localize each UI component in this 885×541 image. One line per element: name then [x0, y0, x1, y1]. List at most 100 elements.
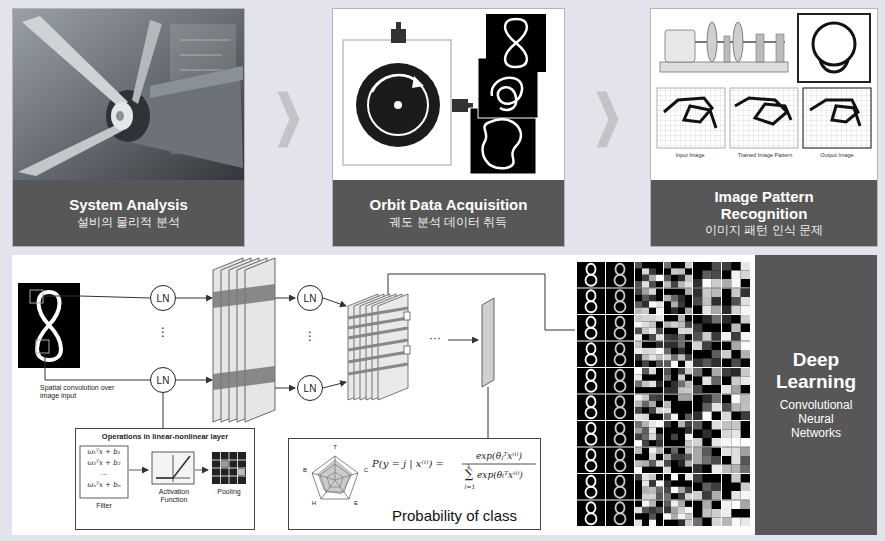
feature-map — [664, 281, 671, 287]
feature-map — [635, 381, 642, 387]
feature-map — [685, 520, 692, 526]
pattern-grids — [803, 88, 871, 148]
feature-map — [678, 301, 685, 307]
feature-map — [741, 342, 750, 351]
feature-map — [678, 281, 685, 287]
feature-map — [731, 448, 740, 457]
feature-map — [722, 332, 731, 341]
orbit-probe-sketch — [343, 22, 473, 165]
feature-map — [731, 395, 740, 404]
feature-map — [642, 414, 649, 420]
feature-map — [678, 342, 685, 348]
feature-map — [649, 321, 656, 327]
feature-map — [671, 268, 678, 274]
feature-map — [693, 279, 702, 288]
feature-map — [671, 361, 678, 367]
feature-map — [664, 342, 692, 368]
feature-map — [702, 501, 711, 510]
feature-map — [606, 395, 634, 421]
input-caption: Spatial convolution over image input — [40, 384, 135, 400]
feature-map — [587, 264, 596, 275]
feature-map — [678, 501, 685, 507]
feature-map — [741, 483, 750, 492]
feature-map — [635, 321, 642, 327]
feature-map — [741, 438, 750, 447]
feature-map — [664, 421, 671, 427]
feature-map — [678, 321, 685, 327]
feature-map — [615, 407, 626, 418]
chevron-arrow — [278, 92, 300, 148]
feature-map — [606, 262, 634, 288]
pooling-grid — [212, 452, 246, 484]
feature-map — [635, 289, 642, 295]
feature-map — [615, 513, 626, 524]
feature-map — [685, 275, 692, 281]
axis-letter: T — [330, 444, 340, 451]
pooling-grid — [212, 452, 246, 484]
feature-map — [731, 491, 740, 500]
feature-map — [712, 359, 721, 368]
feature-map — [664, 487, 671, 493]
feature-map — [671, 334, 678, 340]
feature-map — [635, 342, 663, 368]
feature-map — [635, 421, 663, 447]
feature-map — [635, 289, 663, 315]
feature-map — [671, 301, 678, 307]
feature-map — [678, 354, 685, 360]
feature-map — [702, 315, 711, 324]
feature-map — [586, 460, 597, 471]
feature-map — [678, 493, 685, 499]
pattern-grids — [657, 88, 725, 148]
pattern-grids — [803, 88, 871, 148]
feature-map — [741, 448, 750, 457]
feature-map — [664, 507, 671, 513]
feature-map — [642, 315, 649, 321]
feature-map — [702, 332, 711, 341]
feature-map — [685, 440, 692, 446]
feature-map — [635, 262, 642, 268]
stage-panel: Image Pattern Recognition이미지 패턴 인식 문제 — [650, 8, 878, 247]
feature-map — [671, 487, 678, 493]
orbit-images — [492, 78, 522, 110]
feature-stack — [213, 258, 275, 422]
feature-map — [693, 332, 702, 341]
feature-map — [616, 449, 625, 460]
feature-map — [606, 474, 634, 500]
feature-map — [635, 315, 663, 341]
loop-image — [798, 14, 870, 82]
feature-map — [702, 483, 711, 492]
feature-map — [635, 368, 642, 374]
feature-map — [664, 501, 692, 527]
feature-map — [731, 306, 740, 315]
pattern-grids — [657, 88, 725, 148]
ln-label: LN — [157, 293, 170, 304]
feature-map — [741, 262, 750, 271]
feature-map — [722, 279, 731, 288]
feature-map — [586, 328, 597, 339]
feature-map — [671, 501, 678, 507]
filter-formula: ω₁ᵀx + b₁ — [80, 448, 128, 456]
feature-map — [693, 324, 702, 333]
fraction-bar — [462, 464, 536, 465]
feature-map — [722, 474, 750, 500]
feature-map — [722, 315, 750, 341]
feature-map — [642, 507, 649, 513]
feature-map — [685, 414, 692, 420]
feature-map — [615, 301, 626, 312]
feature-map — [712, 271, 721, 280]
wires — [388, 274, 575, 330]
feature-map — [678, 374, 685, 380]
softmax-formula: P(y = j | x⁽ⁱ⁾) = — [372, 458, 462, 470]
feature-map — [642, 348, 649, 354]
feature-map — [649, 368, 656, 374]
feature-map — [702, 448, 711, 457]
feature-map — [656, 480, 663, 486]
feature-map — [702, 359, 711, 368]
softmax-formula: exp(θⱼᵀx⁽ⁱ⁾) — [462, 451, 536, 461]
feature-map — [649, 474, 656, 480]
feature-map — [722, 306, 731, 315]
feature-map — [664, 467, 671, 473]
feature-map — [642, 301, 649, 307]
orbit-probe-sketch — [396, 22, 401, 30]
feature-map — [664, 348, 671, 354]
